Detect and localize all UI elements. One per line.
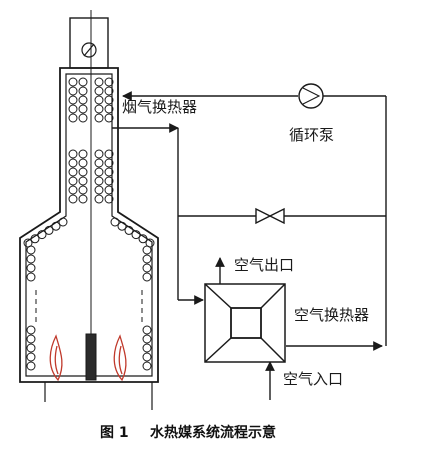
coil-tube [94,185,104,195]
coil-tube [94,176,104,186]
chimney-damper [81,42,97,58]
coil-tube [104,194,114,204]
coil-tube [131,230,141,240]
coil-tube [104,86,114,96]
coil-tube [78,167,88,177]
coil-tube [94,167,104,177]
coil-tube [68,167,78,177]
coil-tube [68,185,78,195]
coil-tube [104,95,114,105]
coil-tube [104,167,114,177]
coil-tube [26,334,36,344]
coil-tube [94,158,104,168]
coil-tube [30,234,40,244]
coil-tube [26,325,36,335]
coil-tube [142,352,152,362]
coil-tube [142,254,152,264]
coil-tube [78,104,88,114]
coil-tube [142,361,152,371]
coil-tube [78,158,88,168]
coil-tube [26,245,36,255]
coil-tube [37,230,47,240]
coil-tube [26,361,36,371]
coil-tube [68,149,78,159]
coil-tube [26,254,36,264]
circulation-pump [298,83,324,109]
coil-tube [68,77,78,87]
figure-number: 图 1 [100,425,129,441]
flame-left [49,334,63,382]
coil-tube [94,113,104,123]
coil-tube [78,95,88,105]
furnace [19,10,159,410]
coil-tube [104,185,114,195]
burner [85,333,97,381]
coil-tube [26,343,36,353]
coil-tube [94,77,104,87]
coil-tube [78,113,88,123]
coil-tube [138,234,148,244]
heat-exchanger-coils [23,77,155,371]
flame-right [113,334,127,382]
coil-tube [110,217,120,227]
piping [112,91,387,400]
coil-tube [104,158,114,168]
coil-tube [68,194,78,204]
label-air-heat-exchanger: 空气换热器 [294,306,370,324]
figure-title: 水热媒系统流程示意 [150,425,276,441]
coil-tube [51,221,61,231]
coil-tube [68,95,78,105]
coil-tube [142,263,152,273]
coil-tube [94,194,104,204]
coil-tube [94,149,104,159]
coil-tube [78,185,88,195]
coil-tube [68,158,78,168]
coil-tube [142,343,152,353]
coil-tube [44,225,54,235]
coil-tube [78,176,88,186]
furnace-outer-shell [19,67,159,383]
coil-tube [78,149,88,159]
coil-tube [104,77,114,87]
label-air-inlet: 空气入口 [283,370,344,388]
coil-tube [78,194,88,204]
coil-tube [26,352,36,362]
air-heat-exchanger [204,283,286,363]
coil-tube [124,225,134,235]
coil-tube [78,86,88,96]
coil-tube [142,272,152,282]
label-circulation-pump: 循环泵 [289,126,335,144]
label-air-outlet: 空气出口 [234,256,295,274]
coil-tube [26,272,36,282]
coil-tube [104,113,114,123]
coil-tube [68,86,78,96]
coil-tube [104,176,114,186]
coil-tube [26,263,36,273]
coil-tube [78,77,88,87]
coil-tube [68,176,78,186]
coil-tube [94,104,104,114]
coil-tube [104,149,114,159]
bypass-valve [255,207,285,225]
coil-tube [117,221,127,231]
furnace-inner-wall [25,73,153,377]
coil-tube [94,86,104,96]
coil-tube [94,95,104,105]
label-flue-gas-heat-exchanger: 烟气换热器 [122,98,198,116]
coil-tube [58,217,68,227]
coil-tube [68,113,78,123]
coil-tube [142,245,152,255]
coil-tube [68,104,78,114]
coil-tube [104,104,114,114]
coil-tube [142,325,152,335]
coil-tube [142,334,152,344]
